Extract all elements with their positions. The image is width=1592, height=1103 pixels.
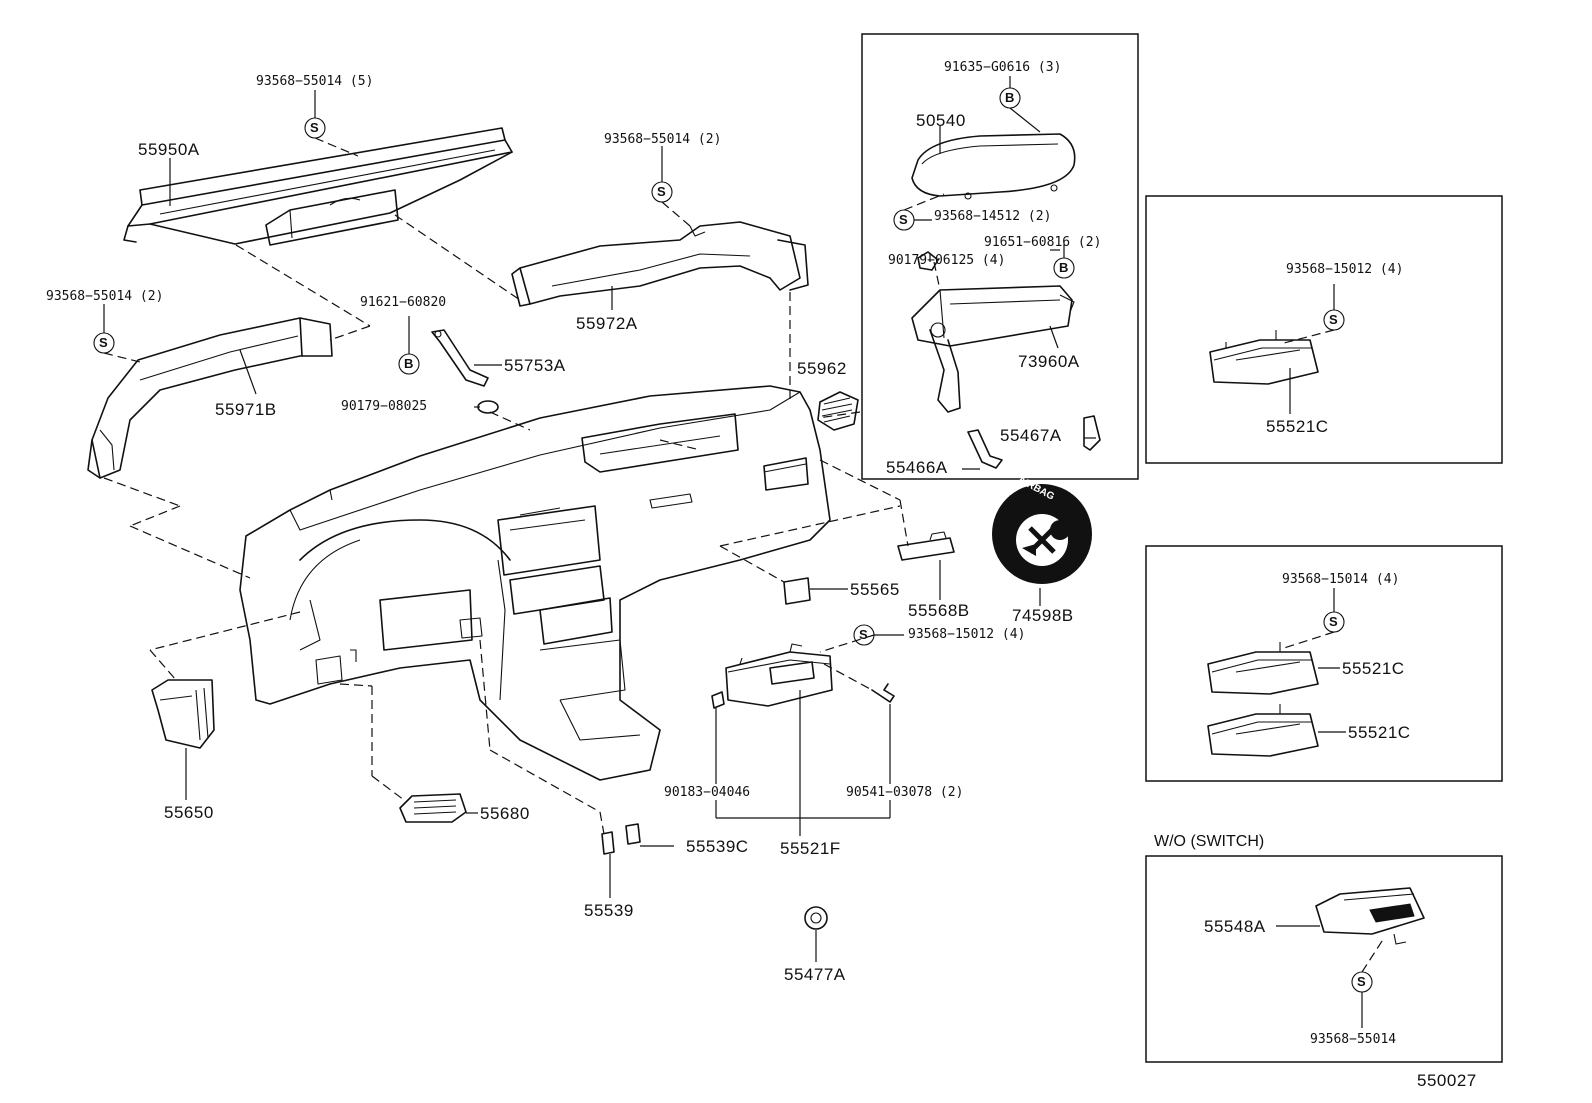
wo-switch-inset — [1145, 855, 1503, 1063]
label-93568-55014-2-left: 93568−55014 (2) — [46, 289, 164, 304]
bolt-symbol-letter: B — [1005, 90, 1015, 105]
screw-symbol-letter: S — [310, 120, 319, 135]
double-box-inset — [1145, 545, 1503, 782]
bolt-symbol-letter: B — [404, 356, 414, 371]
label-93568-15012-main: 93568−15012 (4) — [908, 627, 1026, 642]
single-box-inset — [1145, 195, 1503, 464]
bracket-55466A — [967, 429, 1003, 469]
label-55466A: 55466A — [886, 458, 948, 477]
box-55548A — [1315, 887, 1425, 945]
label-55753A: 55753A — [504, 356, 566, 375]
storage-box-55521C-single — [1209, 330, 1319, 385]
airbag-module-73960A — [911, 285, 1075, 413]
vent-55680 — [399, 793, 467, 823]
label-55972A: 55972A — [576, 314, 638, 333]
storage-box-55521C-upper — [1207, 642, 1319, 695]
bracket-55753A — [431, 329, 499, 414]
screw-symbol-letter: S — [1329, 614, 1338, 629]
bracket-55467A — [1083, 415, 1101, 451]
label-55539: 55539 — [584, 901, 634, 920]
label-50540: 50540 — [916, 111, 966, 130]
label-55521C-lower: 55521C — [1348, 723, 1411, 742]
diagram-id: 550027 — [1417, 1071, 1477, 1090]
vent-55962 — [817, 391, 859, 431]
screw-symbol-letter: S — [657, 184, 666, 199]
screw-symbol-letter: S — [99, 335, 108, 350]
label-55680: 55680 — [480, 804, 530, 823]
screw-symbol-letter: S — [1357, 974, 1366, 989]
label-55539C: 55539C — [686, 837, 749, 856]
cover-55565 — [783, 577, 811, 605]
label-90541-03078: 90541−03078 (2) — [846, 785, 964, 800]
label-73960A: 73960A — [1018, 352, 1080, 371]
defroster-duct-55950A — [123, 127, 513, 246]
label-55477A: 55477A — [784, 965, 846, 984]
label-55950A: 55950A — [138, 140, 200, 159]
assembly-lines — [103, 137, 1385, 973]
screw-symbol-letter: S — [1329, 312, 1338, 327]
bolt-symbol-letter: B — [1059, 260, 1069, 275]
label-93568-55014-bottom: 93568−55014 — [1310, 1032, 1397, 1047]
label-55467A: 55467A — [1000, 426, 1062, 445]
label-55521F: 55521F — [780, 839, 841, 858]
label-74598B: 74598B — [1012, 606, 1074, 625]
switch-panel-55568B — [897, 537, 955, 561]
screw-90541-03078 — [871, 683, 895, 703]
label-91635-G0616: 91635−G0616 (3) — [944, 60, 1062, 75]
label-55568B: 55568B — [908, 601, 970, 620]
storage-box-55521C-lower — [1207, 704, 1319, 757]
leader-lines — [103, 76, 1363, 1028]
grommet-90179-08025 — [477, 400, 499, 414]
label-55962: 55962 — [797, 359, 847, 378]
side-vent-55650 — [151, 679, 215, 749]
airbag-cover-50540 — [911, 133, 1076, 200]
label-55521C-single: 55521C — [1266, 417, 1329, 436]
wo-switch-header: W/O (SWITCH) — [1154, 833, 1265, 850]
label-55521C-upper: 55521C — [1342, 659, 1405, 678]
label-91651-60816: 91651−60816 (2) — [984, 235, 1102, 250]
label-93568-15014: 93568−15014 (4) — [1282, 572, 1400, 587]
label-93568-15012-box: 93568−15012 (4) — [1286, 262, 1404, 277]
switch-55539C — [625, 823, 641, 845]
airbag-sticker-74598B — [992, 484, 1092, 584]
airbag-inset-box — [861, 33, 1139, 480]
box-55521F — [725, 643, 833, 707]
label-90183-04046: 90183−04046 — [664, 785, 751, 800]
side-duct-55971B — [87, 317, 333, 479]
label-55548A: 55548A — [1204, 917, 1266, 936]
label-93568-14512: 93568−14512 (2) — [934, 209, 1052, 224]
screw-symbol-letter: S — [859, 627, 868, 642]
clip-55477A — [804, 906, 828, 930]
center-duct-55972A — [511, 221, 809, 307]
label-55971B: 55971B — [215, 400, 277, 419]
instrument-panel — [239, 385, 831, 781]
switch-55539 — [601, 831, 615, 855]
label-55565: 55565 — [850, 580, 900, 599]
label-90179-06125: 90179−06125 (4) — [888, 253, 1006, 268]
label-90179-08025: 90179−08025 — [341, 399, 428, 414]
label-93568-55014-2-top: 93568−55014 (2) — [604, 132, 722, 147]
screw-symbol-letter: S — [899, 212, 908, 227]
label-91621-60820: 91621−60820 — [360, 295, 447, 310]
label-55650: 55650 — [164, 803, 214, 822]
label-93568-55014-5: 93568−55014 (5) — [256, 74, 374, 89]
clip-90183-04046 — [711, 691, 725, 709]
